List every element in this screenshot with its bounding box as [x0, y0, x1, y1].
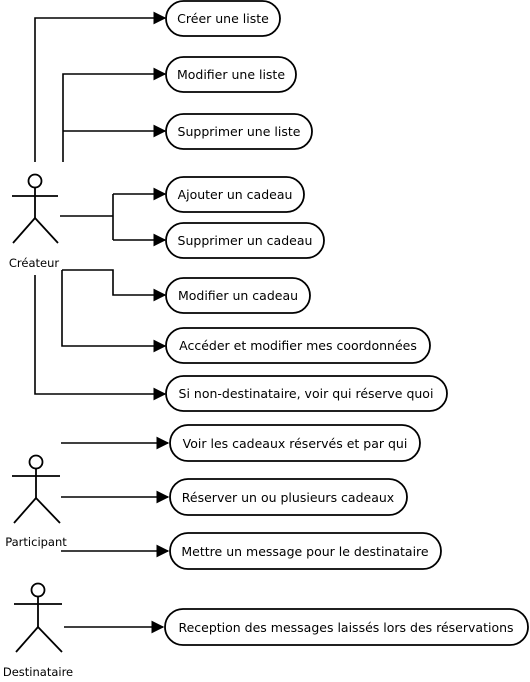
usecase-reception-messages: Reception des messages laissés lors des … — [164, 608, 529, 646]
actor-head-icon — [30, 582, 46, 598]
actor-label-participant: Participant — [5, 535, 67, 549]
usecase-mettre-message: Mettre un message pour le destinataire — [169, 532, 442, 570]
usecase-creer-liste: Créer une liste — [165, 0, 281, 37]
actor-label-createur: Créateur — [9, 256, 60, 270]
actor-destinataire: Destinataire — [3, 582, 73, 679]
usecase-label: Réserver un ou plusieurs cadeaux — [182, 490, 394, 505]
usecase-label: Accéder et modifier mes coordonnées — [179, 338, 417, 353]
usecase-reserver-cadeaux: Réserver un ou plusieurs cadeaux — [169, 478, 408, 516]
usecase-acceder-coordonnees: Accéder et modifier mes coordonnées — [165, 327, 431, 364]
usecase-label: Si non-destinataire, voir qui réserve qu… — [179, 386, 434, 401]
usecase-label: Voir les cadeaux réservés et par qui — [183, 436, 408, 451]
actor-createur: Créateur — [9, 173, 60, 270]
usecase-label: Mettre un message pour le destinataire — [181, 544, 429, 559]
usecase-voir-cadeaux-reserves: Voir les cadeaux réservés et par qui — [169, 424, 421, 462]
actor-participant: Participant — [5, 454, 67, 549]
usecase-supprimer-liste: Supprimer une liste — [165, 113, 313, 150]
usecase-supprimer-cadeau: Supprimer un cadeau — [165, 222, 325, 259]
usecase-label: Supprimer un cadeau — [178, 233, 313, 248]
arrow-voir-reservations — [34, 275, 167, 401]
actor-label-destinataire: Destinataire — [3, 665, 73, 679]
arrow-acceder-coordonnees — [61, 270, 167, 353]
usecase-ajouter-cadeau: Ajouter un cadeau — [165, 176, 305, 213]
usecase-label: Reception des messages laissés lors des … — [178, 620, 513, 635]
usecase-label: Créer une liste — [177, 11, 269, 26]
usecase-modifier-liste: Modifier une liste — [165, 56, 297, 93]
arrow-modifier-liste — [62, 67, 167, 162]
actor-head-icon — [27, 173, 43, 189]
usecase-modifier-cadeau: Modifier un cadeau — [165, 277, 311, 314]
createur-connections — [34, 11, 167, 401]
participant-connections — [61, 436, 170, 558]
usecase-voir-reservations: Si non-destinataire, voir qui réserve qu… — [165, 375, 448, 412]
usecase-label: Supprimer une liste — [178, 124, 301, 139]
usecase-label: Modifier un cadeau — [178, 288, 298, 303]
usecase-label: Modifier une liste — [177, 67, 285, 82]
arrow-creer-liste — [34, 11, 167, 162]
arrow-modifier-cadeau — [62, 269, 167, 302]
actor-head-icon — [28, 454, 44, 470]
usecase-label: Ajouter un cadeau — [178, 187, 293, 202]
